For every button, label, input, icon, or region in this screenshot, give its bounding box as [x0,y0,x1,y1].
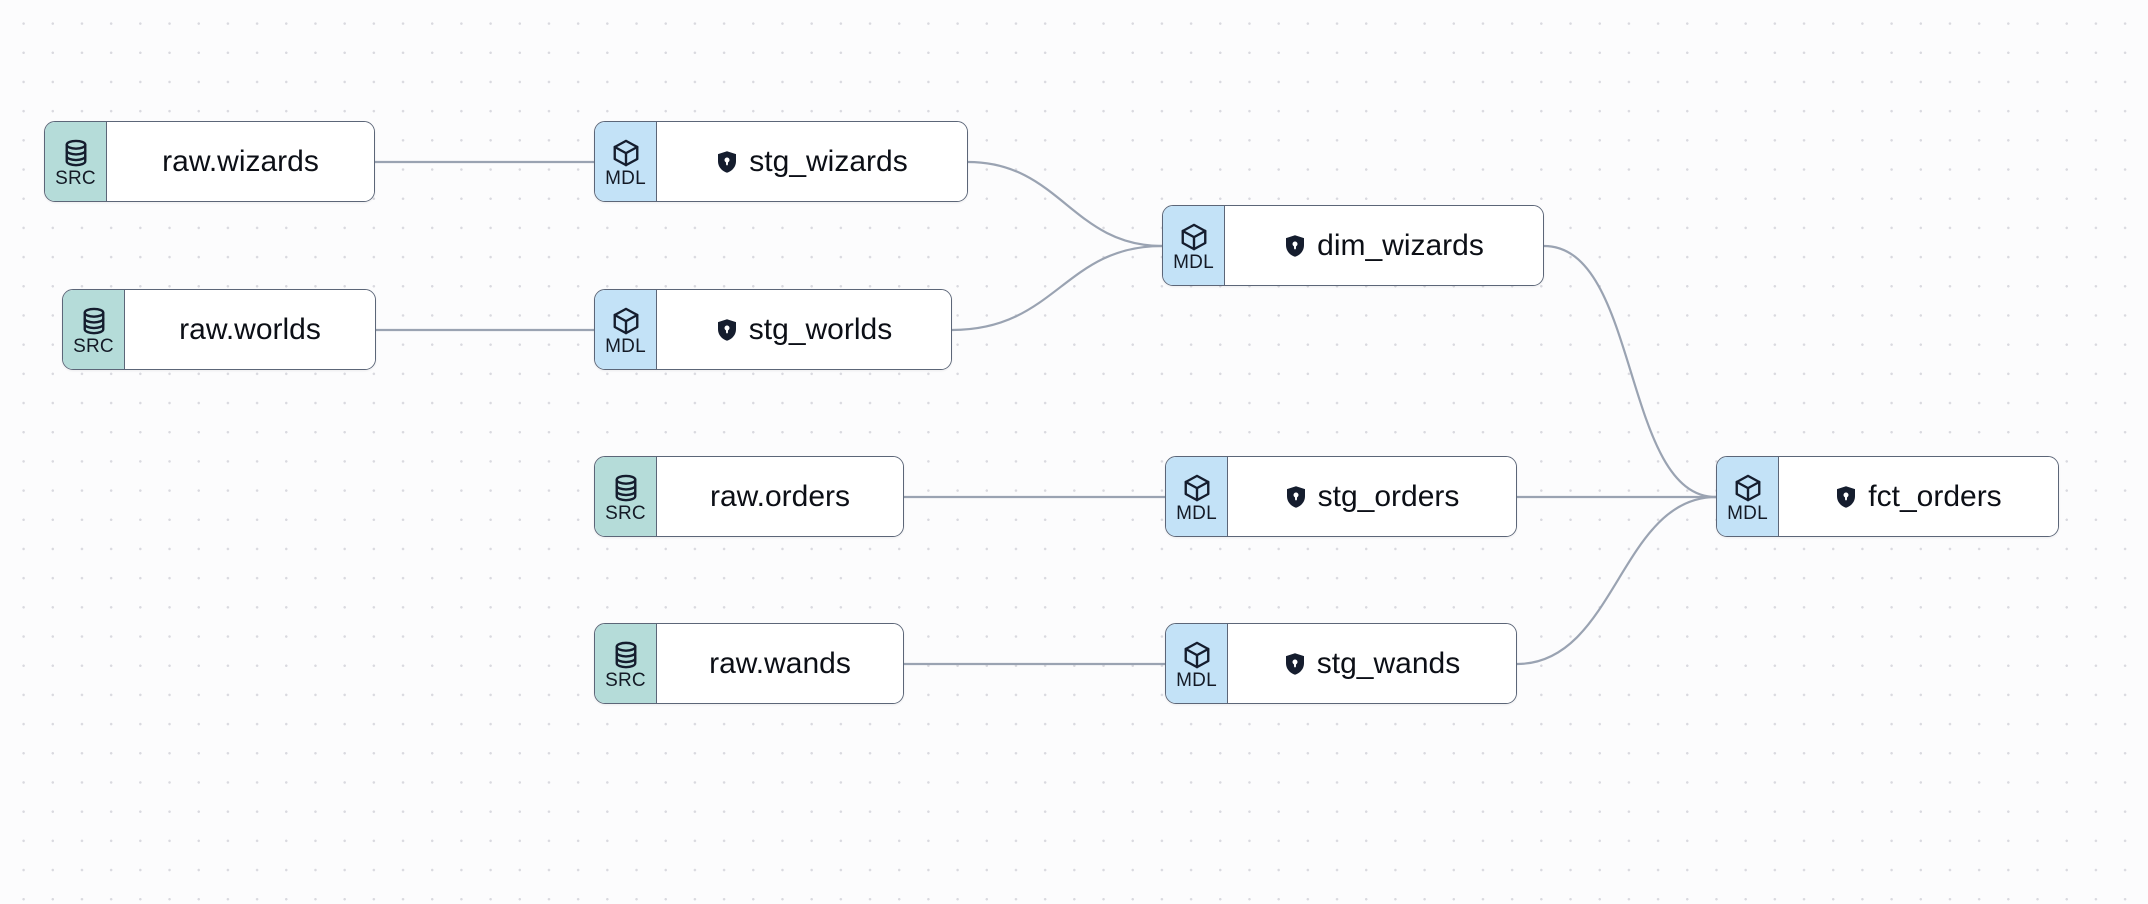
node-badge-mdl: MDL [1717,457,1779,536]
node-fct_orders[interactable]: MDL fct_orders [1716,456,2059,537]
cube-icon [1182,640,1212,670]
node-body: dim_wizards [1225,206,1543,285]
node-label: stg_orders [1317,479,1460,513]
edge-stg_wizards-to-dim_wizards [966,160,1164,248]
node-badge-mdl: MDL [1163,206,1225,285]
badge-label: MDL [605,167,646,189]
node-label: stg_wizards [749,144,908,178]
node-raw_worlds[interactable]: SRC raw.worlds [62,289,376,370]
node-badge-mdl: MDL [1166,457,1228,536]
node-body: stg_wands [1228,624,1516,703]
node-label: stg_wands [1316,646,1461,680]
cube-icon [1179,222,1209,252]
node-stg_worlds[interactable]: MDL stg_worlds [594,289,952,370]
node-label: raw.worlds [179,312,321,346]
edge-dim_wizards-to-fct_orders [1542,244,1718,499]
shield-icon [1835,485,1857,509]
badge-label: MDL [605,335,646,357]
badge-label: SRC [73,335,114,357]
node-body: fct_orders [1779,457,2058,536]
shield-icon [1284,234,1306,258]
badge-label: SRC [605,669,646,691]
badge-label: MDL [1727,502,1768,524]
cube-icon [611,138,641,168]
shield-icon [1284,652,1306,676]
badge-label: MDL [1176,502,1217,524]
node-label: fct_orders [1868,479,2002,513]
node-stg_wizards[interactable]: MDL stg_wizards [594,121,968,202]
badge-label: SRC [55,167,96,189]
node-badge-src: SRC [45,122,107,201]
database-icon [61,138,91,168]
edge-stg_worlds-to-dim_wizards [950,244,1164,332]
node-badge-mdl: MDL [595,122,657,201]
shield-icon [1285,485,1307,509]
node-body: stg_orders [1228,457,1516,536]
cube-icon [611,306,641,336]
node-raw_wizards[interactable]: SRC raw.wizards [44,121,375,202]
node-badge-mdl: MDL [595,290,657,369]
node-badge-src: SRC [63,290,125,369]
edge-stg_wands-to-fct_orders [1515,495,1718,666]
badge-label: MDL [1173,251,1214,273]
node-body: raw.worlds [125,290,375,369]
node-dim_wizards[interactable]: MDL dim_wizards [1162,205,1544,286]
node-body: stg_worlds [657,290,951,369]
node-raw_wands[interactable]: SRC raw.wands [594,623,904,704]
node-body: raw.wands [657,624,903,703]
shield-icon [716,150,738,174]
database-icon [79,306,109,336]
node-body: raw.orders [657,457,903,536]
cube-icon [1182,473,1212,503]
node-body: stg_wizards [657,122,967,201]
cube-icon [1733,473,1763,503]
database-icon [611,473,641,503]
node-body: raw.wizards [107,122,374,201]
node-label: raw.orders [709,479,851,513]
node-badge-src: SRC [595,624,657,703]
database-icon [611,640,641,670]
node-badge-mdl: MDL [1166,624,1228,703]
node-label: stg_worlds [748,312,893,346]
node-label: dim_wizards [1317,228,1484,262]
shield-icon [716,318,738,342]
node-label: raw.wizards [162,144,319,178]
badge-label: MDL [1176,669,1217,691]
node-stg_wands[interactable]: MDL stg_wands [1165,623,1517,704]
node-label: raw.wands [709,646,851,680]
node-stg_orders[interactable]: MDL stg_orders [1165,456,1517,537]
node-raw_orders[interactable]: SRC raw.orders [594,456,904,537]
badge-label: SRC [605,502,646,524]
node-badge-src: SRC [595,457,657,536]
